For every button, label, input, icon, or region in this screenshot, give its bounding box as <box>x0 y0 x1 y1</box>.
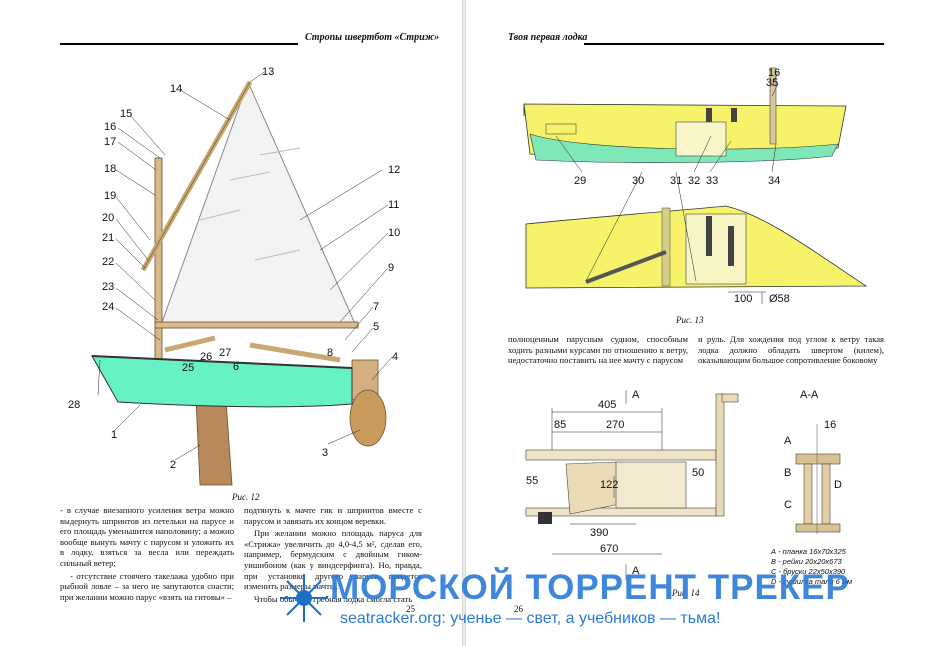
header-title: Твоя первая лодка <box>508 32 588 43</box>
label-19: 19 <box>104 190 116 202</box>
label-100: 100 <box>734 293 752 305</box>
label-24: 24 <box>102 301 114 313</box>
callout-a: A <box>784 435 792 447</box>
label-1: 1 <box>111 429 117 441</box>
book-gutter <box>462 0 466 646</box>
label-15: 15 <box>120 108 132 120</box>
label-28: 28 <box>68 399 80 411</box>
dim-122: 122 <box>600 479 618 491</box>
watermark-star-icon <box>280 574 328 622</box>
label-33: 33 <box>706 175 718 187</box>
paragraph: и руль. Для хождения под углом к ветру т… <box>698 334 884 366</box>
figure-13-boat-conversion: 16 35 29 30 31 32 33 34 100 Ø58 <box>523 67 868 305</box>
label-6: 6 <box>233 361 239 373</box>
header-rule <box>60 43 298 45</box>
label-35: 35 <box>766 77 778 89</box>
label-23: 23 <box>102 281 114 293</box>
label-30: 30 <box>632 175 644 187</box>
label-14: 14 <box>170 83 182 95</box>
text-column-1: полноценным парусным судном, способным х… <box>508 334 688 368</box>
label-16: 16 <box>104 121 116 133</box>
label-17: 17 <box>104 136 116 148</box>
label-27: 27 <box>219 347 231 359</box>
label-16: 16 <box>768 67 780 79</box>
page-number: 26 <box>514 604 523 614</box>
label-18: 18 <box>104 163 116 175</box>
section-mark-a-top: A <box>632 389 640 401</box>
paragraph: подтянуть к мачте гик и шпринтов вместе … <box>244 505 422 526</box>
label-12: 12 <box>388 164 400 176</box>
text-column-2: и руль. Для хождения под углом к ветру т… <box>698 334 884 368</box>
callout-d: D <box>834 479 842 491</box>
watermark-subtitle: seatracker.org: ученье — свет, а учебник… <box>340 610 721 627</box>
dim-270: 270 <box>606 419 624 431</box>
label-25: 25 <box>182 362 194 374</box>
paragraph: - в случае внезапного усиления ветра мож… <box>60 505 234 568</box>
dim-16: 16 <box>824 419 836 431</box>
text-column-1: - в случае внезапного усиления ветра мож… <box>60 505 234 604</box>
label-8: 8 <box>327 347 333 359</box>
label-diameter-58: Ø58 <box>769 293 790 305</box>
label-32: 32 <box>688 175 700 187</box>
callout-b: B <box>784 467 791 479</box>
header-title: Стропы швертбот «Стриж» <box>305 32 440 43</box>
label-21: 21 <box>102 232 114 244</box>
callout-c: C <box>784 499 792 511</box>
dim-670: 670 <box>600 543 618 555</box>
figure-13-caption: Рис. 13 <box>676 315 704 325</box>
dim-85: 85 <box>554 419 566 431</box>
legend-line: В - рейки 20x20x673 <box>771 557 843 566</box>
label-10: 10 <box>388 227 400 239</box>
header-rule <box>584 43 884 45</box>
paragraph: полноценным парусным судном, способным х… <box>508 334 688 366</box>
dim-55: 55 <box>526 475 538 487</box>
right-page: Твоя первая лодка 16 <box>466 0 926 646</box>
label-31: 31 <box>670 175 682 187</box>
label-9: 9 <box>388 262 394 274</box>
legend-line: С - бруски 22x50x390 <box>771 567 846 576</box>
label-5: 5 <box>373 321 379 333</box>
section-a-a-title: А-А <box>800 389 819 401</box>
label-29: 29 <box>574 175 586 187</box>
dim-50: 50 <box>692 467 704 479</box>
paragraph: - отсутствие стоячего такелажа удобно пр… <box>60 570 234 602</box>
page-number: 25 <box>406 604 415 614</box>
label-34: 34 <box>768 175 780 187</box>
label-22: 22 <box>102 256 114 268</box>
legend-line: D - сушилка тали 6 мм <box>771 577 852 586</box>
label-4: 4 <box>392 351 398 363</box>
paragraph: Чтобы обычная гребная лодка смогла стать <box>254 593 413 604</box>
label-7: 7 <box>373 301 379 313</box>
figure-14-caption: Рис. 14 <box>672 588 700 598</box>
label-2: 2 <box>170 459 176 471</box>
label-26: 26 <box>200 351 212 363</box>
watermark-title: МОРСКОЙ ТОРРЕНТ ТРЕКЕР <box>330 568 850 607</box>
label-13: 13 <box>262 66 274 78</box>
label-3: 3 <box>322 447 328 459</box>
section-mark-a-bottom: A <box>632 565 640 577</box>
figure-14-centerboard-case: 405 85 270 55 122 390 670 50 A A А-А 16 … <box>525 389 852 586</box>
figure-12-sailboat: 1 2 3 4 5 6 7 8 9 10 11 12 13 14 15 16 1… <box>68 66 400 486</box>
dim-405: 405 <box>598 399 616 411</box>
label-20: 20 <box>102 212 114 224</box>
figure-12-caption: Рис. 12 <box>232 492 260 502</box>
left-page: Стропы швертбот «Стриж» <box>0 0 462 646</box>
dim-390: 390 <box>590 527 608 539</box>
legend-line: А - планка 16x70x325 <box>770 547 847 556</box>
label-11: 11 <box>388 199 399 211</box>
